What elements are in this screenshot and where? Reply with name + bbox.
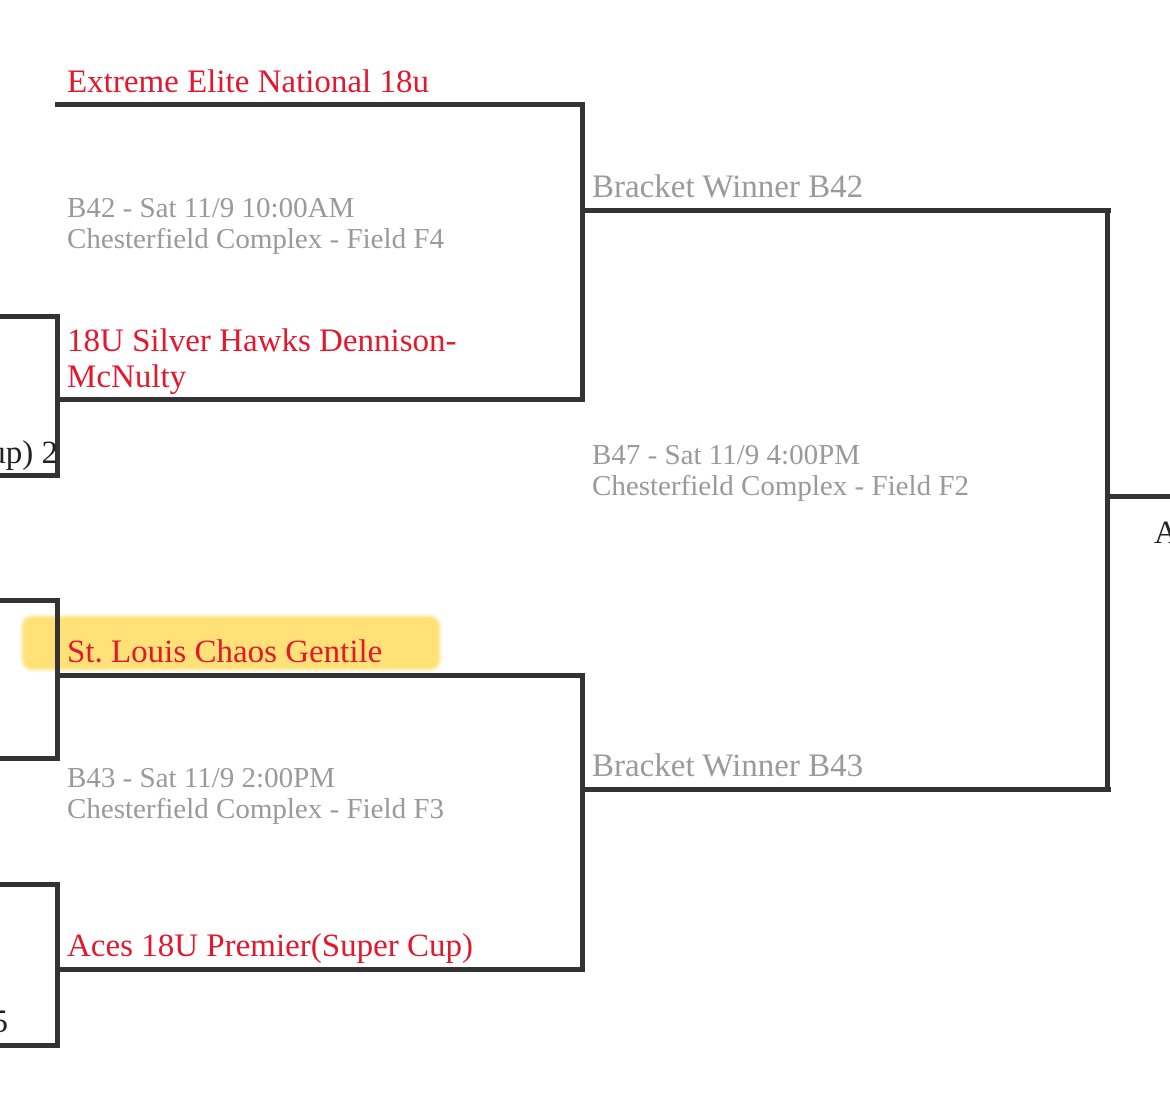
- offscreen-label-right: A: [1154, 515, 1170, 551]
- prev-round-line: [0, 314, 60, 319]
- prev-round-line: [0, 1043, 60, 1048]
- game-b47-info[interactable]: B47 - Sat 11/9 4:00PM Chesterfield Compl…: [592, 440, 969, 502]
- offscreen-label-left-lower: 5: [0, 1004, 8, 1040]
- bracket-winner-b42: Bracket Winner B42: [592, 169, 864, 205]
- team-extreme-elite[interactable]: Extreme Elite National 18u: [67, 64, 429, 100]
- final-line: [1105, 494, 1170, 499]
- b42-top-line: [55, 102, 585, 107]
- game-time: B42 - Sat 11/9 10:00AM: [67, 192, 355, 224]
- b43-top-line: [55, 673, 585, 678]
- team-highlight: [22, 616, 440, 670]
- prev-round-line: [0, 882, 60, 887]
- team-aces-premier[interactable]: Aces 18U Premier(Super Cup): [67, 928, 473, 964]
- b43-connector: [580, 673, 585, 972]
- b42-bottom-line: [55, 397, 585, 402]
- offscreen-label-left-upper: up) 2: [0, 435, 58, 471]
- prev-round-line: [55, 882, 60, 1048]
- team-name-line: 18U Silver Hawks Dennison-: [67, 323, 457, 359]
- game-b43-info[interactable]: B43 - Sat 11/9 2:00PM Chesterfield Compl…: [67, 763, 444, 825]
- prev-round-line: [0, 756, 60, 761]
- game-venue: Chesterfield Complex - Field F4: [67, 223, 444, 255]
- b43-bottom-line: [55, 967, 585, 972]
- b42-connector: [580, 102, 585, 402]
- team-st-louis-chaos[interactable]: St. Louis Chaos Gentile: [67, 634, 383, 670]
- b47-top-line: [580, 208, 1111, 213]
- b47-bottom-line: [580, 787, 1111, 792]
- game-venue: Chesterfield Complex - Field F2: [592, 470, 969, 502]
- game-time: B43 - Sat 11/9 2:00PM: [67, 762, 336, 794]
- prev-round-line: [0, 473, 60, 478]
- team-name-line: McNulty: [67, 359, 187, 395]
- game-b42-info[interactable]: B42 - Sat 11/9 10:00AM Chesterfield Comp…: [67, 193, 444, 255]
- b47-connector: [1105, 208, 1110, 792]
- game-venue: Chesterfield Complex - Field F3: [67, 793, 444, 825]
- bracket-winner-b43: Bracket Winner B43: [592, 748, 864, 784]
- team-silver-hawks[interactable]: 18U Silver Hawks Dennison- McNulty: [67, 323, 457, 395]
- game-time: B47 - Sat 11/9 4:00PM: [592, 439, 861, 471]
- prev-round-line: [55, 598, 60, 761]
- prev-round-line: [0, 598, 60, 603]
- prev-round-line: [55, 314, 60, 478]
